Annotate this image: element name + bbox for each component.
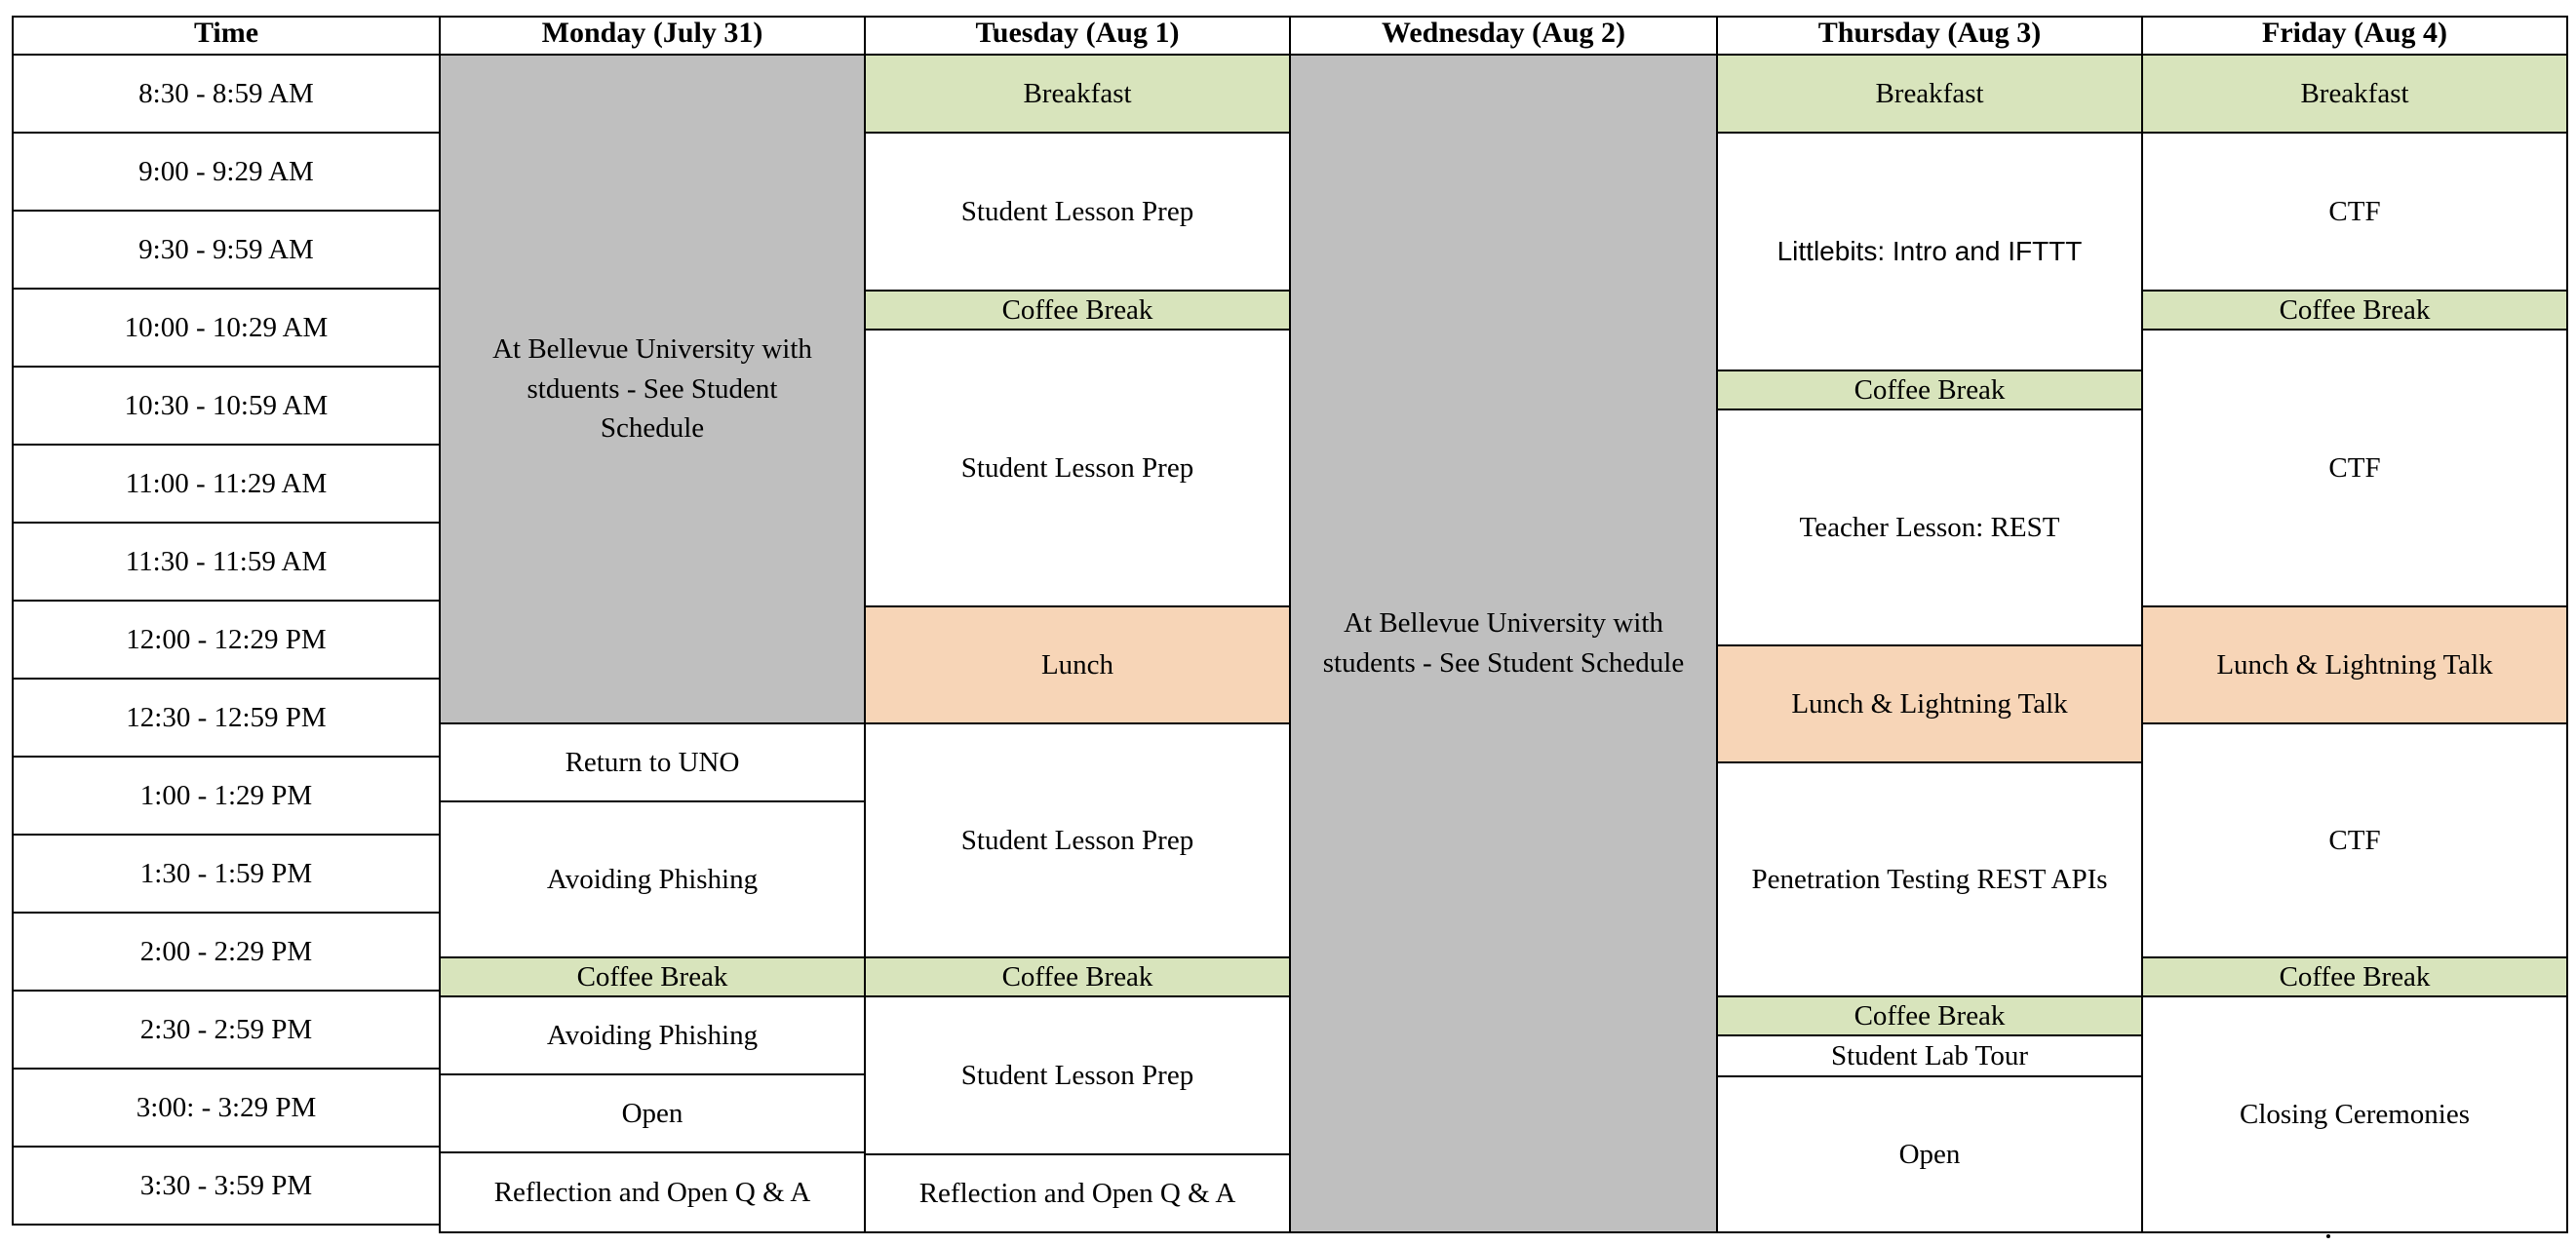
time-slot: 1:00 - 1:29 PM (12, 756, 441, 836)
time-slot: 12:00 - 12:29 PM (12, 600, 441, 680)
time-slot: 11:00 - 11:29 AM (12, 444, 441, 524)
time-slot: 3:00: - 3:29 PM (12, 1068, 441, 1148)
wednesday-bellevue-block: At Bellevue University with students - S… (1289, 54, 1718, 1233)
monday-avoiding-phishing: Avoiding Phishing (439, 800, 866, 958)
friday-ctf-3: CTF (2141, 722, 2568, 958)
tuesday-breakfast: Breakfast (864, 54, 1291, 134)
time-slot: 10:30 - 10:59 AM (12, 366, 441, 446)
event-label: At Bellevue University with students - S… (1322, 607, 1685, 679)
stray-mark (2326, 1234, 2330, 1238)
tuesday-lesson-prep-1: Student Lesson Prep (864, 132, 1291, 292)
friday-lunch: Lunch & Lightning Talk (2141, 605, 2568, 724)
friday-coffee-break-2: Coffee Break (2141, 956, 2568, 997)
header-wednesday: Wednesday (Aug 2) (1289, 16, 1718, 56)
tuesday-reflection: Reflection and Open Q & A (864, 1153, 1291, 1233)
thursday-littlebits: Littlebits: Intro and IFTTT (1716, 132, 2143, 371)
thursday-coffee-break-2: Coffee Break (1716, 995, 2143, 1036)
header-tuesday: Tuesday (Aug 1) (864, 16, 1291, 56)
monday-reflection: Reflection and Open Q & A (439, 1151, 866, 1233)
thursday-breakfast: Breakfast (1716, 54, 2143, 134)
friday-closing-ceremonies: Closing Ceremonies (2141, 995, 2568, 1233)
thursday-lunch: Lunch & Lightning Talk (1716, 644, 2143, 763)
header-thursday: Thursday (Aug 3) (1716, 16, 2143, 56)
header-monday: Monday (July 31) (439, 16, 866, 56)
monday-return-to-uno: Return to UNO (439, 722, 866, 802)
time-slot: 2:30 - 2:59 PM (12, 990, 441, 1070)
time-slot: 9:30 - 9:59 AM (12, 210, 441, 290)
header-time: Time (12, 16, 441, 56)
time-slot: 2:00 - 2:29 PM (12, 912, 441, 992)
time-slot: 1:30 - 1:59 PM (12, 834, 441, 914)
monday-coffee-break: Coffee Break (439, 956, 866, 997)
tuesday-coffee-break-1: Coffee Break (864, 290, 1291, 331)
tuesday-lunch: Lunch (864, 605, 1291, 724)
tuesday-lesson-prep-3: Student Lesson Prep (864, 722, 1291, 958)
time-slot: 3:30 - 3:59 PM (12, 1146, 441, 1226)
friday-breakfast: Breakfast (2141, 54, 2568, 134)
thursday-lab-tour: Student Lab Tour (1716, 1034, 2143, 1077)
tuesday-lesson-prep-2: Student Lesson Prep (864, 329, 1291, 607)
thursday-teacher-lesson-rest: Teacher Lesson: REST (1716, 409, 2143, 646)
event-label: At Bellevue University with stduents - S… (492, 333, 812, 445)
friday-ctf-1: CTF (2141, 132, 2568, 292)
time-slot: 8:30 - 8:59 AM (12, 54, 441, 134)
thursday-pentest-rest: Penetration Testing REST APIs (1716, 761, 2143, 997)
friday-ctf-2: CTF (2141, 329, 2568, 607)
time-slot: 9:00 - 9:29 AM (12, 132, 441, 212)
friday-coffee-break-1: Coffee Break (2141, 290, 2568, 331)
tuesday-coffee-break-2: Coffee Break (864, 956, 1291, 997)
thursday-coffee-break-1: Coffee Break (1716, 370, 2143, 410)
header-friday: Friday (Aug 4) (2141, 16, 2568, 56)
thursday-open: Open (1716, 1075, 2143, 1233)
monday-open: Open (439, 1073, 866, 1153)
time-slot: 11:30 - 11:59 AM (12, 522, 441, 602)
monday-avoiding-phishing-2: Avoiding Phishing (439, 995, 866, 1075)
time-slot: 10:00 - 10:29 AM (12, 288, 441, 368)
tuesday-lesson-prep-4: Student Lesson Prep (864, 995, 1291, 1155)
monday-bellevue-block: At Bellevue University with stduents - S… (439, 54, 866, 724)
time-slot: 12:30 - 12:59 PM (12, 678, 441, 758)
